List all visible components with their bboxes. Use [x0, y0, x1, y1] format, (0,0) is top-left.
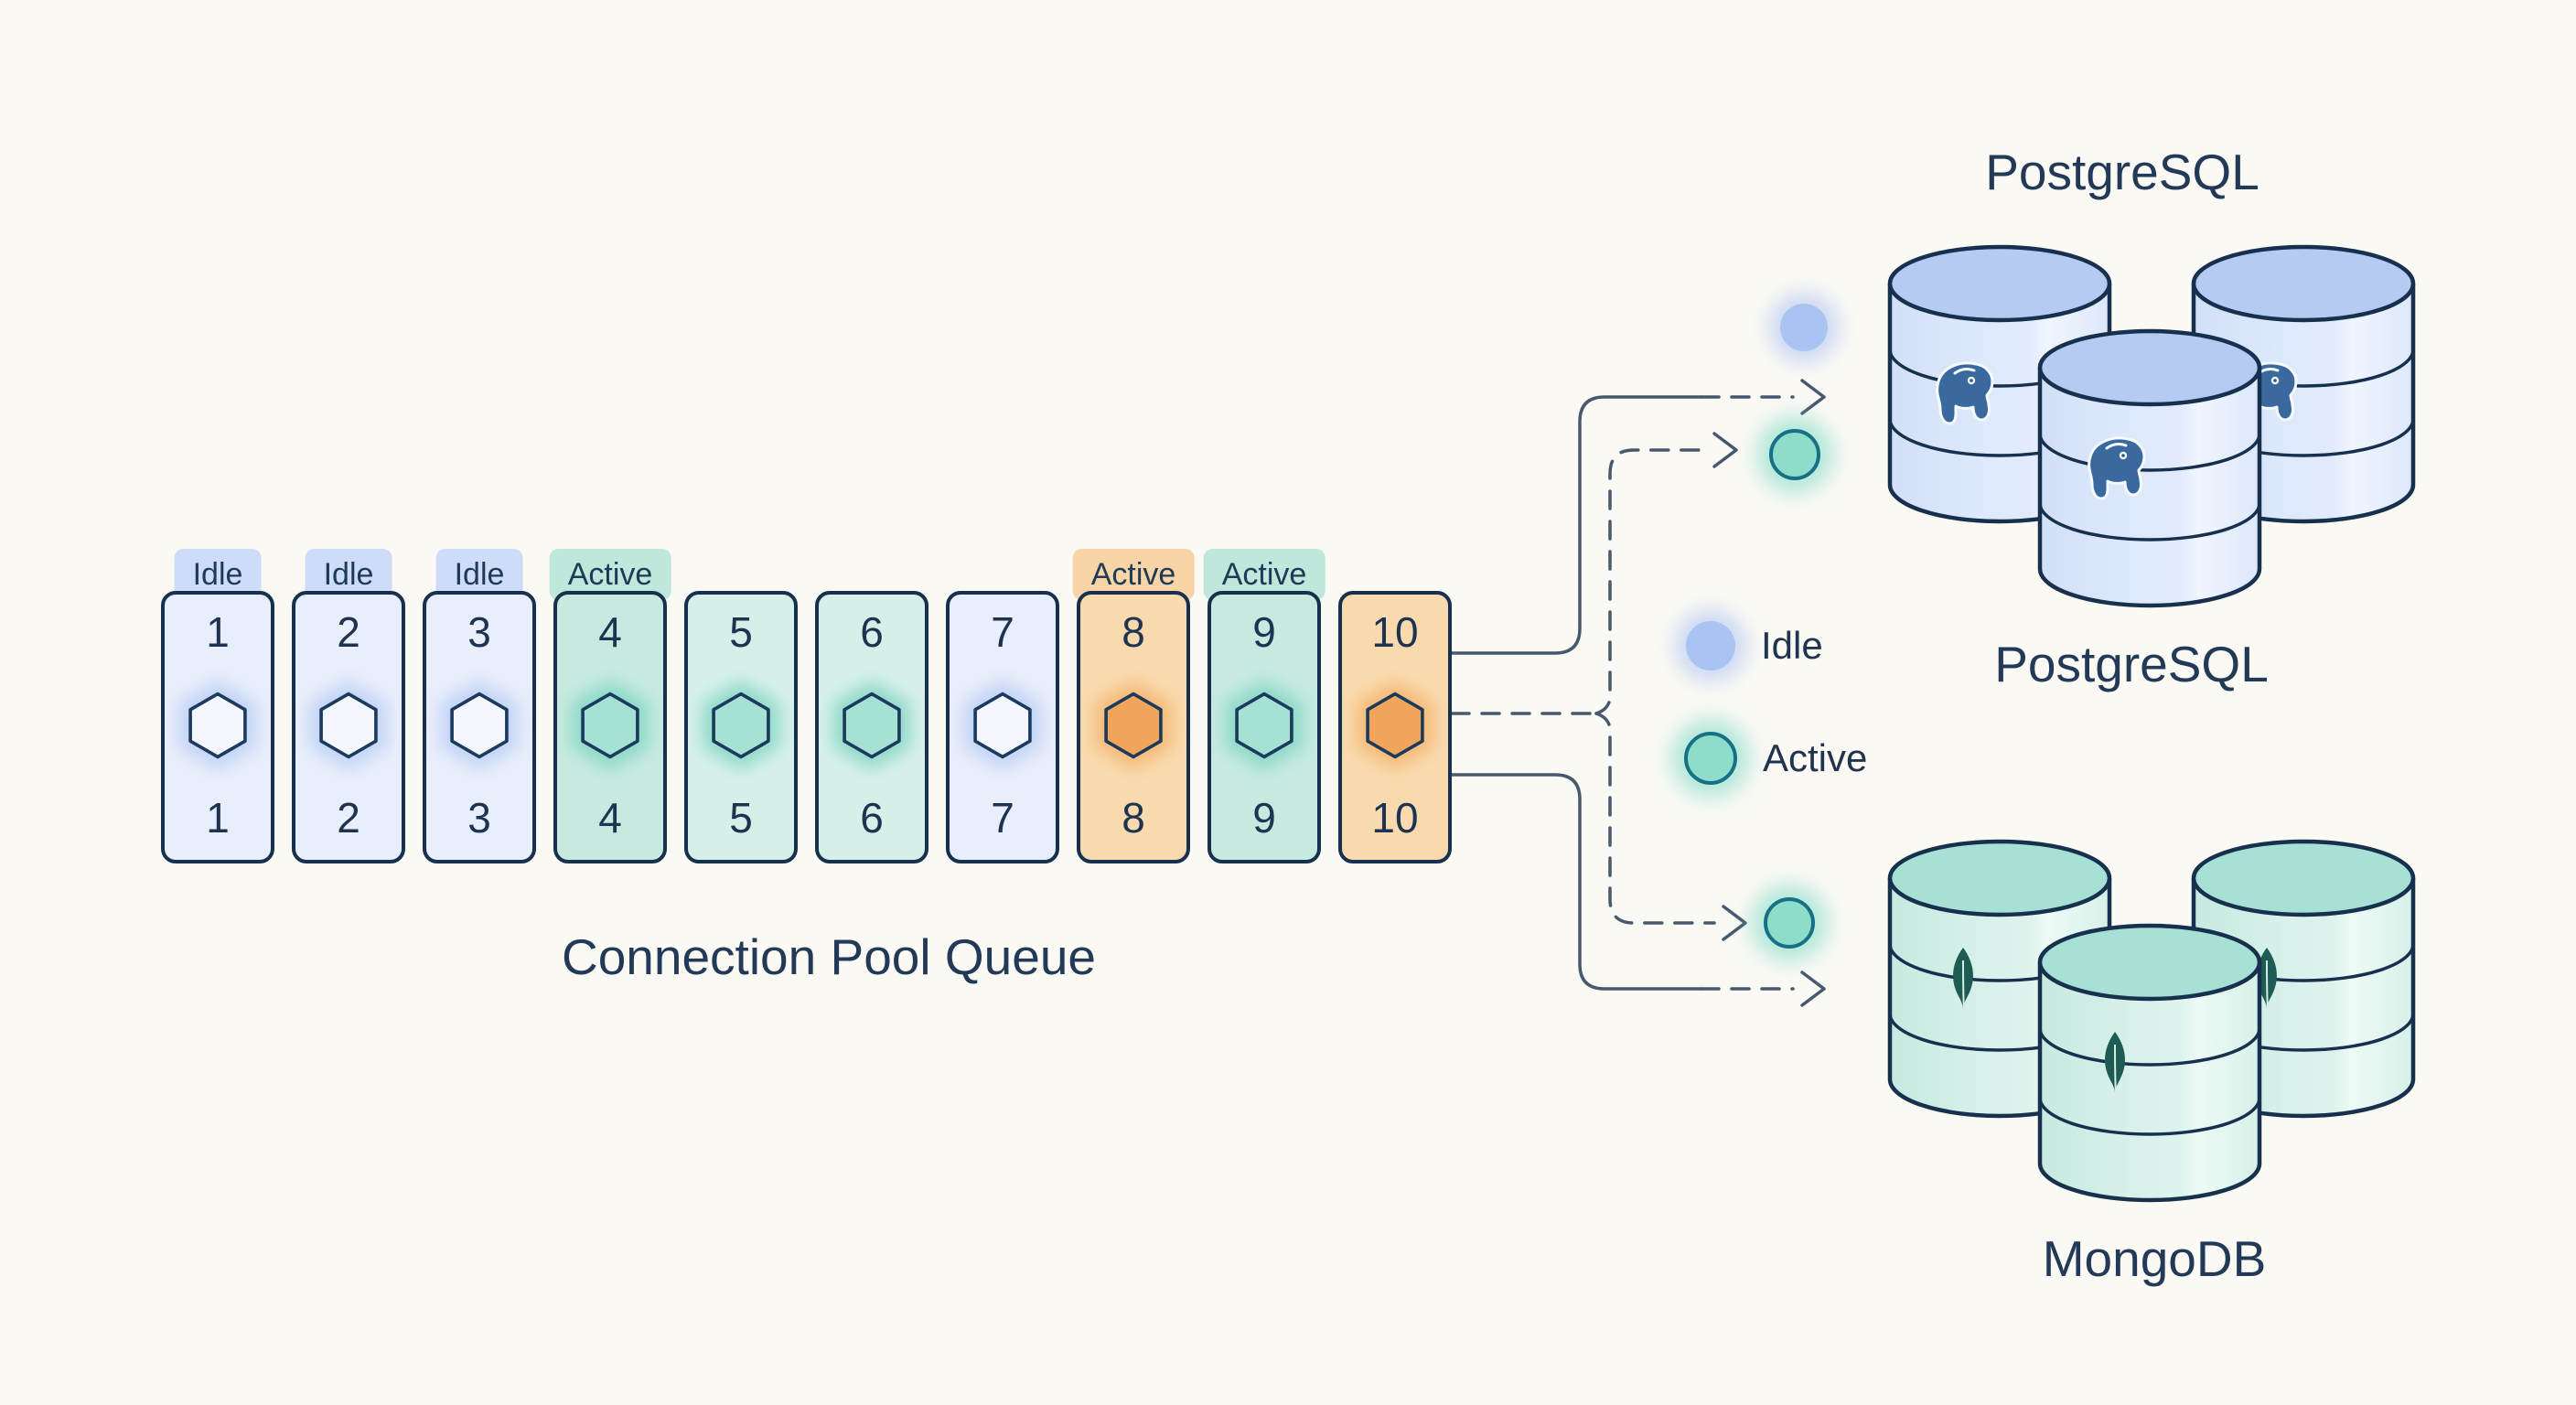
connection-slot-4: Active 4 4: [549, 549, 671, 863]
connector-branch-down: [1594, 712, 1716, 925]
connection-number-top: 8: [1122, 608, 1145, 656]
connection-slot-9: Active 9 9: [1203, 549, 1326, 863]
connection-card: 2 2: [292, 591, 405, 863]
connection-hexagon-icon: [833, 681, 910, 770]
mongodb-cluster: [1890, 842, 2413, 1200]
connection-card: 8 8: [1077, 591, 1190, 863]
connection-number-top: 10: [1371, 608, 1419, 656]
active-legend-dot-icon: [1684, 732, 1737, 785]
database-cylinder: [2040, 331, 2259, 606]
connection-number-bottom: 7: [991, 794, 1014, 842]
connection-slot-3: Idle 3 3: [423, 549, 536, 863]
connection-hexagon-icon: [572, 681, 649, 770]
arrowhead-icon: [1712, 432, 1738, 468]
postgresql-title: PostgreSQL: [1985, 144, 2259, 200]
connection-hexagon-icon: [310, 681, 387, 770]
pool-title: Connection Pool Queue: [561, 928, 1097, 985]
legend-idle-row: Idle: [1686, 621, 1823, 670]
connection-slot-5: 5 5: [684, 591, 798, 863]
connection-slot-8: Active 8 8: [1072, 549, 1195, 863]
connection-hexagon-icon: [1226, 681, 1303, 770]
connection-number-bottom: 4: [598, 794, 622, 842]
database-cylinder: [2040, 926, 2259, 1200]
connection-hexagon-icon: [703, 681, 779, 770]
connection-number-top: 2: [337, 608, 360, 656]
connector-branch-up: [1594, 448, 1707, 715]
arrowhead-icon: [1800, 379, 1826, 415]
connection-card: 4 4: [553, 591, 667, 863]
connection-number-top: 5: [729, 608, 753, 656]
connection-card: 7 7: [946, 591, 1059, 863]
connection-number-bottom: 10: [1371, 794, 1419, 842]
connection-slot-6: 6 6: [815, 591, 928, 863]
connector-bottom-solid: [1450, 773, 1703, 991]
connection-card: 5 5: [684, 591, 798, 863]
connection-card: 1 1: [161, 591, 274, 863]
connection-slot-10: 10 10: [1338, 591, 1452, 863]
connection-number-bottom: 6: [860, 794, 884, 842]
connection-number-top: 9: [1252, 608, 1276, 656]
connection-slot-7: 7 7: [946, 591, 1059, 863]
idle-status-dot: [1780, 304, 1828, 351]
connection-number-bottom: 9: [1252, 794, 1276, 842]
connection-number-top: 3: [467, 608, 491, 656]
connection-number-bottom: 8: [1122, 794, 1145, 842]
active-status-dot: [1769, 429, 1820, 480]
idle-legend-dot-icon: [1686, 621, 1735, 670]
connection-card: 10 10: [1338, 591, 1452, 863]
connection-pool-queue: Idle 1 1 Idle 2 2 Idle: [161, 549, 1452, 863]
connection-slot-1: Idle 1 1: [161, 549, 274, 863]
mongodb-caption: MongoDB: [2042, 1230, 2267, 1287]
arrowhead-icon: [1722, 905, 1747, 941]
legend-idle-label: Idle: [1761, 624, 1823, 667]
connection-hexagon-icon: [964, 681, 1041, 770]
arrowhead-icon: [1800, 971, 1826, 1007]
connection-number-bottom: 5: [729, 794, 753, 842]
legend-active-label: Active: [1763, 736, 1868, 779]
connection-number-bottom: 1: [206, 794, 230, 842]
legend-active-row: Active: [1684, 732, 1867, 785]
connection-card: 6 6: [815, 591, 928, 863]
connection-hexagon-icon: [1095, 681, 1172, 770]
postgresql-caption: PostgreSQL: [1994, 636, 2269, 692]
connection-number-top: 1: [206, 608, 230, 656]
active-status-dot: [1764, 897, 1815, 949]
connection-card: 3 3: [423, 591, 536, 863]
connection-number-top: 6: [860, 608, 884, 656]
connection-hexagon-icon: [1357, 681, 1433, 770]
connection-number-bottom: 2: [337, 794, 360, 842]
connection-number-bottom: 3: [467, 794, 491, 842]
postgresql-cluster: [1890, 247, 2413, 606]
connection-hexagon-icon: [441, 681, 518, 770]
connection-slot-2: Idle 2 2: [292, 549, 405, 863]
connector-top-solid: [1450, 395, 1703, 655]
connection-hexagon-icon: [179, 681, 256, 770]
connection-number-top: 7: [991, 608, 1014, 656]
connection-card: 9 9: [1208, 591, 1321, 863]
connection-number-top: 4: [598, 608, 622, 656]
connector-lines: [1450, 379, 1826, 1007]
